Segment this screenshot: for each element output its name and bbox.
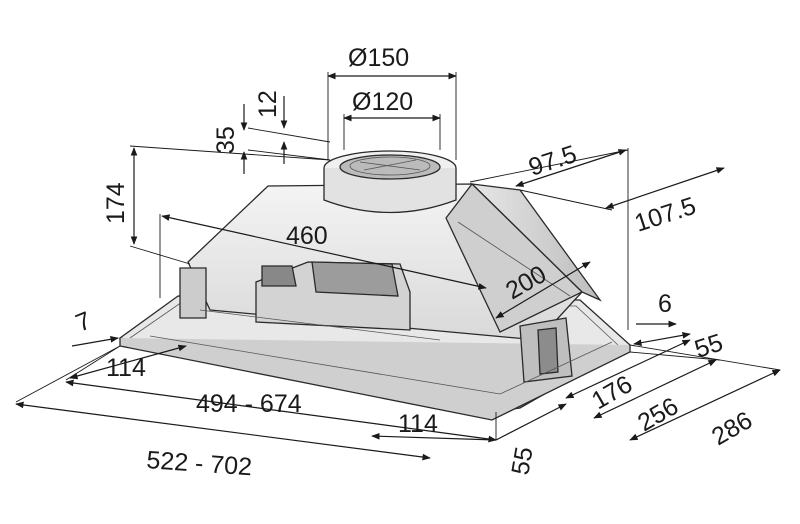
label-176: 176 [587, 370, 637, 415]
label-460: 460 [286, 222, 328, 250]
label-256: 256 [633, 392, 683, 437]
dimension-lines [15, 72, 781, 461]
label-174: 174 [102, 182, 130, 224]
label-55-bottom: 55 [506, 445, 538, 477]
label-12: 12 [254, 90, 282, 118]
label-97-5: 97.5 [525, 140, 580, 182]
label-6: 6 [658, 290, 672, 318]
label-114-left: 114 [106, 354, 146, 382]
label-494-674: 494 - 674 [196, 390, 302, 418]
hood-body [118, 150, 632, 421]
label-286: 286 [707, 406, 757, 451]
label-dia-inner: Ø120 [352, 88, 413, 116]
label-dia-outer: Ø150 [348, 44, 409, 72]
label-35: 35 [212, 126, 240, 154]
label-114-bottom: 114 [398, 410, 438, 438]
label-522-702: 522 - 702 [146, 446, 253, 481]
label-7: 7 [72, 306, 95, 337]
label-55-right: 55 [691, 328, 726, 363]
label-107-5: 107.5 [631, 192, 699, 238]
